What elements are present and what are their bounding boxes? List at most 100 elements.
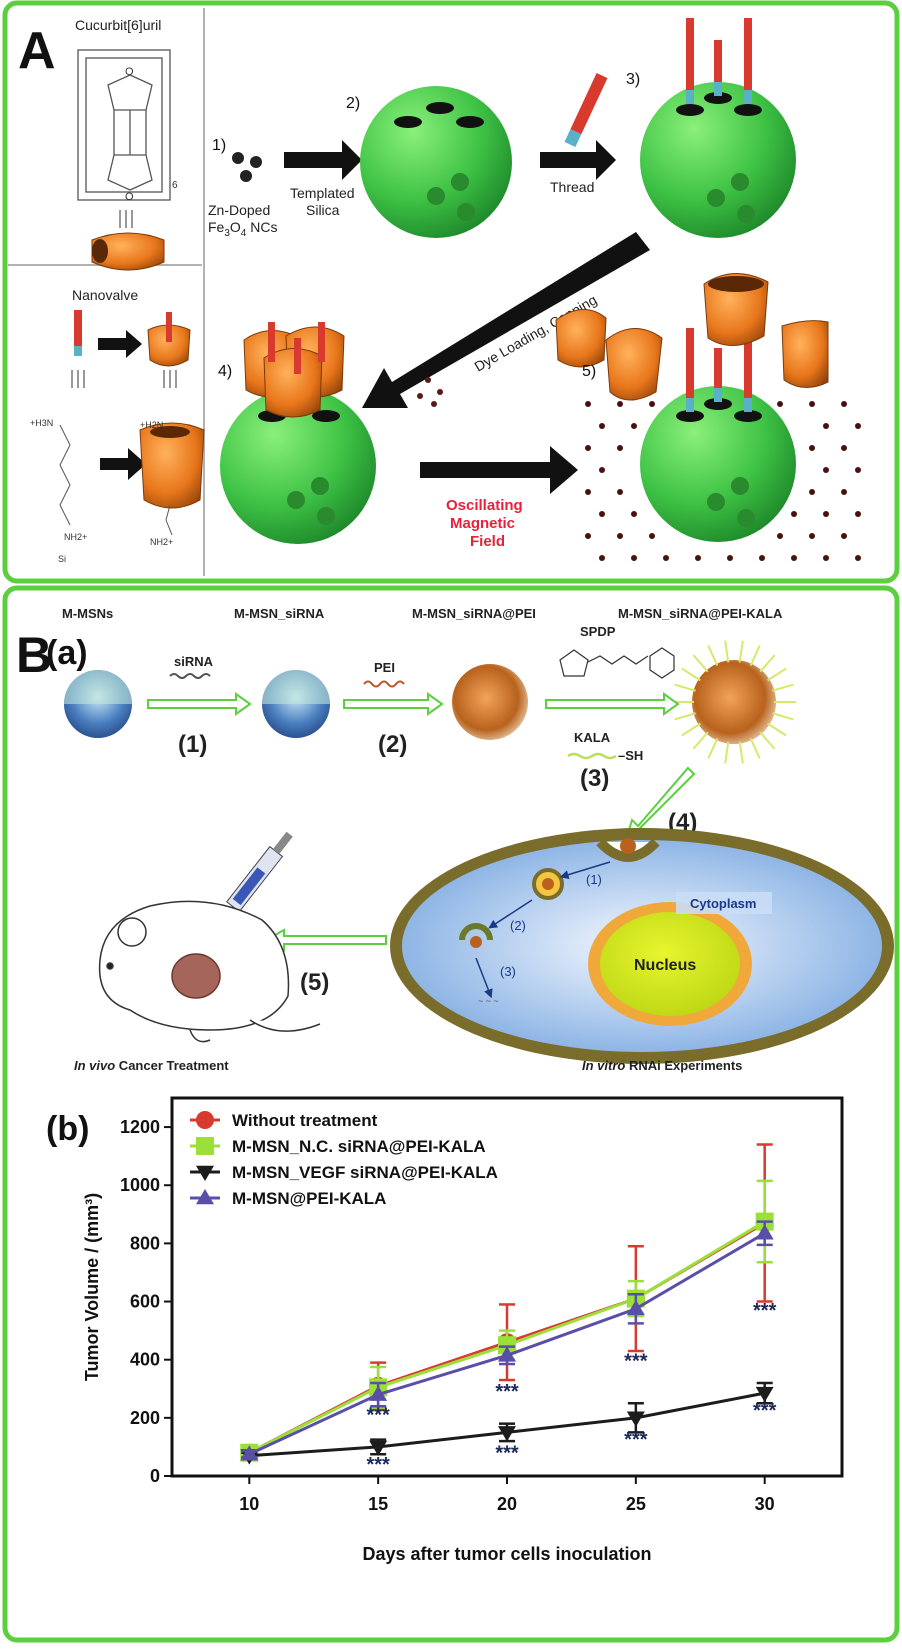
hollow-arrow-1 [147, 692, 252, 716]
dye-dot [809, 489, 815, 495]
step-num-1: (1) [178, 731, 207, 758]
reagent-sh: –SH [618, 748, 643, 763]
reagent-kala: KALA [574, 730, 611, 745]
kala-spike [692, 731, 709, 750]
capped-chain [165, 504, 173, 536]
silica-sphere-5 [640, 328, 796, 542]
dye-dot [617, 533, 623, 539]
step-num-5: (5) [300, 969, 329, 996]
panel-b-sub-b: (b) [46, 1110, 89, 1148]
dye-dot [599, 423, 605, 429]
y-tick-label: 200 [130, 1408, 160, 1428]
kala-spike [759, 654, 776, 673]
released-cap-right [781, 320, 829, 388]
repeat-subscript: 6 [172, 180, 178, 191]
legend-label: M-MSN@PEI-KALA [232, 1189, 386, 1208]
dye-dot [599, 555, 605, 561]
kala-spike [674, 712, 696, 721]
dye-dot [777, 533, 783, 539]
released-cap-left [605, 328, 663, 401]
nucleus-label: Nucleus [634, 957, 696, 974]
data-point [369, 1385, 388, 1401]
step-num-2: (2) [378, 731, 407, 758]
legend-label: M-MSN_VEGF siRNA@PEI-KALA [232, 1163, 498, 1182]
kala-spike [738, 640, 744, 663]
data-point [240, 1445, 259, 1461]
legend-label: M-MSN_N.C. siRNA@PEI-KALA [232, 1137, 486, 1156]
hollow-arrow-3 [545, 692, 680, 716]
cell-arrow-3 [475, 957, 493, 999]
data-point [196, 1137, 214, 1155]
dye-dot [617, 445, 623, 451]
step-1-label: 1) [212, 137, 226, 154]
arrow-templated [284, 140, 362, 180]
significance-mark: *** [366, 1404, 390, 1426]
significance-mark: *** [624, 1351, 648, 1373]
kala-spike [724, 741, 730, 764]
dye-dot [631, 555, 637, 561]
svg-text:~ ~ ~: ~ ~ ~ [478, 996, 499, 1006]
reagent-pei: PEI [374, 660, 395, 675]
kala-spike [749, 737, 761, 759]
dye-dot [809, 401, 815, 407]
nanovalve-stalk-icon [74, 310, 82, 356]
y-tick-label: 0 [150, 1466, 160, 1486]
stage-msn-sirna: M-MSN_siRNA [234, 606, 325, 621]
released-cap-top [703, 273, 769, 346]
cell-step-1: (1) [586, 872, 602, 887]
data-point [196, 1165, 214, 1181]
msn-pei-particle [452, 664, 528, 740]
y-tick-label: 600 [130, 1292, 160, 1312]
kala-spike [707, 645, 719, 667]
plot-frame [170, 1096, 844, 1478]
kala-spike [767, 667, 787, 682]
equals-link-top [119, 210, 133, 228]
cell-arrow-2 [488, 899, 533, 929]
mouse-illustration [98, 900, 321, 1043]
data-point [626, 1299, 645, 1316]
hollow-arrow-2 [343, 692, 444, 716]
data-point [196, 1111, 214, 1129]
cucurbituril-structure [77, 49, 171, 201]
dye-dot [855, 467, 861, 473]
stage-msns: M-MSNs [62, 606, 113, 621]
dye-dot [791, 511, 797, 517]
y-tick-label: 800 [130, 1233, 160, 1253]
thread-label: Thread [550, 179, 594, 195]
kala-spike [681, 722, 701, 737]
capped-chain-icon [139, 422, 205, 509]
series-3 [240, 1381, 774, 1465]
silica-sphere-2 [360, 86, 512, 238]
x-tick-label: 15 [368, 1494, 388, 1514]
step-2-label: 2) [346, 95, 360, 112]
panel-b-label: B [16, 627, 52, 683]
dye-dot [585, 445, 591, 451]
dye-dot [855, 555, 861, 561]
stage-msn-sirna-pei: M-MSN_siRNA@PEI [412, 606, 536, 621]
dye-dot [841, 401, 847, 407]
cucurbituril-label: Cucurbit[6]uril [75, 17, 161, 33]
series-4 [240, 1220, 774, 1461]
data-point [755, 1224, 774, 1240]
panel-b-sub-a: (a) [46, 634, 88, 672]
dye-dot [855, 511, 861, 517]
cucurbituril-barrel-icon [91, 232, 165, 271]
x-tick-label: 25 [626, 1494, 646, 1514]
chem-amine-capped: NH2+ [150, 537, 173, 547]
step-5-label: 5) [582, 363, 596, 380]
dye-dot [585, 489, 591, 495]
msn-particle-1 [64, 670, 132, 738]
dye-dot [599, 467, 605, 473]
dye-dot [809, 533, 815, 539]
arrow-dye-loading [362, 232, 650, 408]
sirna-strand [169, 673, 211, 679]
legend-label: Without treatment [232, 1111, 378, 1130]
step-4-label: 4) [218, 363, 232, 380]
dye-dot [823, 555, 829, 561]
silica-sphere-4 [220, 322, 376, 544]
dye-dot [841, 533, 847, 539]
dye-dot [585, 533, 591, 539]
